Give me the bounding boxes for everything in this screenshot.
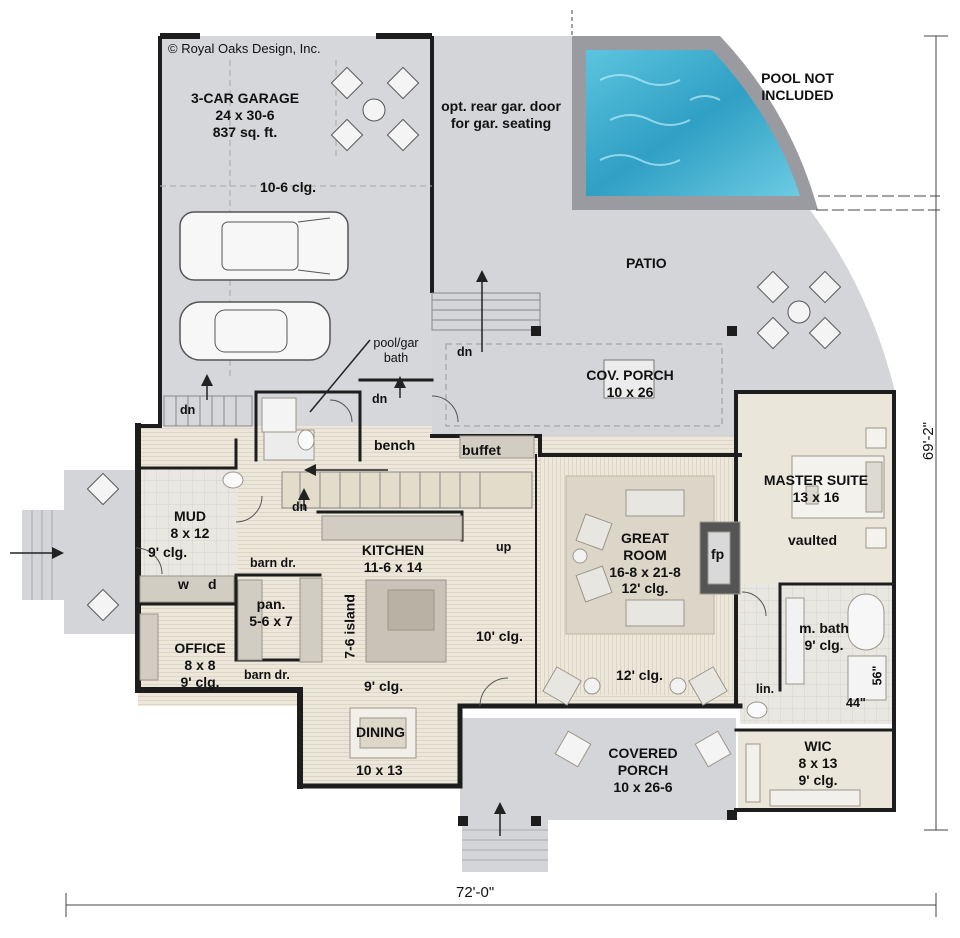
m-bath-label: m. bath 9' clg. [794,620,854,654]
barn-door-label: barn dr. [244,668,290,682]
pool-note: POOL NOT INCLUDED [761,70,834,103]
buffet-label: buffet [462,442,501,458]
columns [458,326,737,826]
great-room-label: GREAT ROOM 16-8 x 21-8 12' clg. [600,530,690,597]
wic-name: WIC [804,738,832,754]
depth-dimension: 69'-2" [920,421,938,461]
island-label: 7-6 island [341,594,358,659]
mud-label: MUD 8 x 12 [160,508,220,542]
dn-label: dn [457,345,473,359]
cov-porch-label: COV. PORCH 10 x 26 [580,367,680,401]
pool-gar-bath-label: pool/gar bath [373,336,419,365]
shower-dim-56: 56" [870,665,885,686]
patio-label: PATIO [626,255,667,271]
garage-area: 837 sq. ft. [212,123,278,140]
fireplace-label: fp [711,546,725,562]
barn-door-label: barn dr. [250,556,296,570]
wic-size: 8 x 13 [798,754,838,771]
washer-label: w [178,576,189,592]
great-room-size: 16-8 x 21-8 [609,563,681,580]
wic-label: WIC 8 x 13 9' clg. [788,738,848,788]
mud-size: 8 x 12 [170,524,210,541]
up-label: up [496,540,512,554]
furniture [139,397,887,807]
office-name: OFFICE [174,640,226,656]
master-suite-name: MASTER SUITE [763,472,869,488]
patio-table-icon [330,66,420,152]
ceiling-10-label: 10' clg. [476,628,523,644]
width-dimension: 72'-0" [456,884,495,901]
ceiling-9-label: 9' clg. [364,678,404,694]
dining-label: DINING [356,724,405,740]
covered-porch-label: COVERED PORCH 10 x 26-6 [588,745,698,795]
master-suite-size: 13 x 16 [792,488,840,505]
kitchen-size: 11-6 x 14 [363,558,423,575]
patio-table-icon [756,270,842,350]
pantry-name: pan. [256,596,286,612]
dn-label: dn [180,403,196,417]
cov-porch-name: COV. PORCH [586,367,674,383]
covered-porch-area [460,718,736,872]
office-size: 8 x 8 [184,656,216,673]
mud-name: MUD [174,508,206,524]
dryer-label: d [208,576,217,592]
pool [572,36,818,210]
kitchen-label: KITCHEN 11-6 x 14 [348,542,438,576]
great-room-ceiling: 12' clg. [621,580,669,597]
master-suite-label: MASTER SUITE 13 x 16 [752,472,880,506]
rear-door-note: opt. rear gar. door for gar. seating [441,98,561,131]
master-suite-ceiling: vaulted [788,532,838,548]
kitchen-name: KITCHEN [361,542,425,558]
ceiling-12-label: 12' clg. [616,667,663,683]
covered-porch-size: 10 x 26-6 [613,778,673,795]
great-room-name: GREAT ROOM [621,530,669,563]
garage-name: 3-CAR GARAGE [190,90,300,106]
dining-size: 10 x 13 [356,762,403,778]
door-swings [135,395,767,707]
garage-size: 24 x 30-6 [215,106,275,123]
car-icon [179,211,349,281]
stairs [163,292,541,509]
pantry-label: pan. 5-6 x 7 [244,596,298,630]
garage-label: 3-CAR GARAGE 24 x 30-6 837 sq. ft. [170,90,320,140]
car-icon [179,301,331,361]
m-bath-ceiling: 9' clg. [804,636,844,653]
copyright-text: © Royal Oaks Design, Inc. [168,41,321,56]
covered-porch-name: COVERED PORCH [608,745,678,778]
office-label: OFFICE 8 x 8 9' clg. [160,640,240,690]
entry-porch [22,470,138,634]
pantry-size: 5-6 x 7 [249,612,293,629]
direction-arrows [10,270,506,836]
linen-label: lin. [756,682,775,696]
dn-label: dn [292,500,308,514]
garage-ceiling: 10-6 clg. [260,179,317,195]
dimension-lines [65,10,948,917]
m-bath-name: m. bath [799,620,849,636]
wic-ceiling: 9' clg. [798,771,838,788]
office-ceiling: 9' clg. [180,673,220,690]
cov-porch-size: 10 x 26 [606,383,654,400]
shower-dim-44: 44" [846,696,866,710]
garage [158,33,434,426]
dn-label: dn [372,392,388,406]
bench-label: bench [374,437,416,453]
mud-ceiling: 9' clg. [148,544,188,560]
